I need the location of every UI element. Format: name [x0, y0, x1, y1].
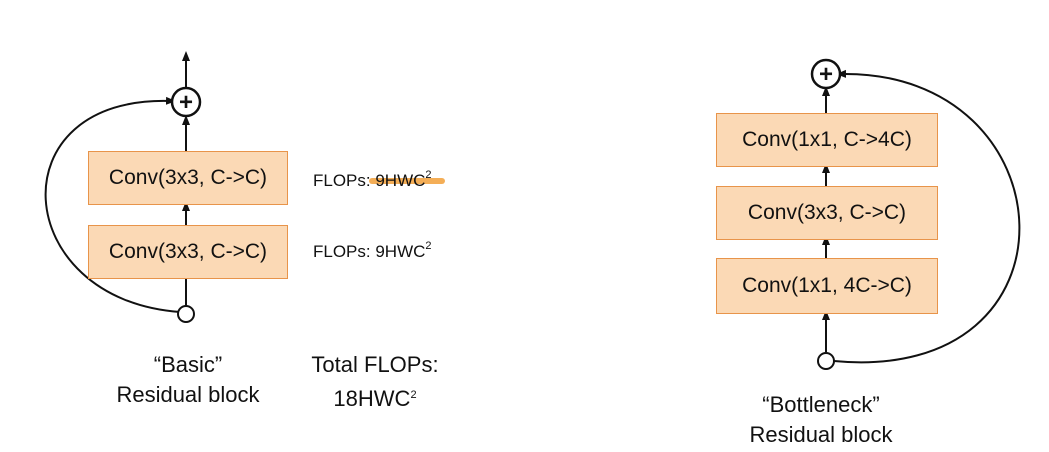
bottleneck-skip-connection [833, 69, 1021, 364]
total-flops-line1: Total FLOPs: [311, 352, 439, 377]
basic-flops-top-exponent: 2 [425, 169, 432, 181]
bottleneck-caption-line1: “Bottleneck” [762, 392, 880, 417]
basic-flops-bottom-exponent: 2 [425, 240, 432, 252]
bottleneck-conv-block-top: Conv(1x1, C->4C) [716, 113, 938, 167]
basic-conv-block-bottom: Conv(3x3, C->C) [88, 225, 288, 279]
basic-input-node [177, 305, 195, 323]
basic-caption-line1: “Basic” [153, 352, 223, 377]
bottleneck-plus-symbol: + [819, 61, 833, 88]
basic-plus-symbol: + [179, 89, 193, 116]
basic-flops-bottom-text: FLOPs: 9HWC [313, 242, 426, 261]
basic-add-node [170, 86, 202, 118]
bottleneck-conv-block-middle: Conv(3x3, C->C) [716, 186, 938, 240]
total-flops-exponent: 2 [410, 389, 417, 401]
basic-flops-top: FLOPs: 9HWC2 [313, 169, 432, 191]
bottleneck-caption-line2: Residual block [749, 422, 893, 447]
total-flops-line2: 18HWC2 [300, 380, 450, 414]
basic-conv-block-top: Conv(3x3, C->C) [88, 151, 288, 205]
basic-flops-bottom: FLOPs: 9HWC2 [313, 240, 432, 262]
bottleneck-input-node [817, 352, 835, 370]
bottleneck-caption: “Bottleneck” Residual block [716, 390, 926, 450]
basic-caption: “Basic” Residual block [88, 350, 288, 410]
bottleneck-conv-block-bottom: Conv(1x1, 4C->C) [716, 258, 938, 314]
total-flops: Total FLOPs: 18HWC2 [300, 350, 450, 414]
basic-skip-connection [44, 96, 181, 313]
total-flops-value: 18HWC [333, 386, 411, 411]
bottleneck-add-node [810, 58, 842, 90]
basic-caption-line2: Residual block [116, 382, 260, 407]
basic-flops-top-text: FLOPs: 9HWC [313, 171, 426, 190]
